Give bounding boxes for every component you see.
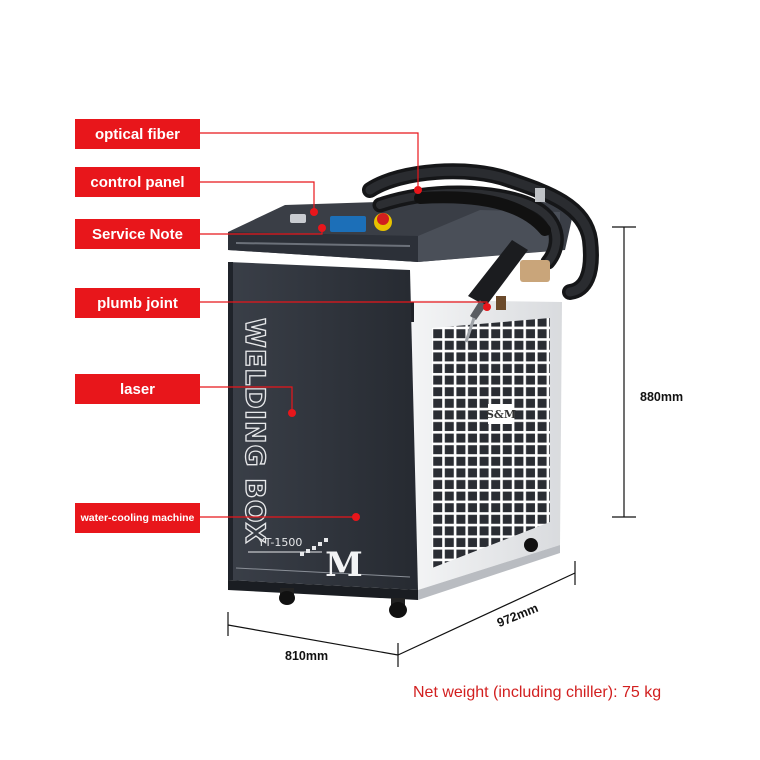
net-weight-note: Net weight (including chiller): 75 kg — [413, 684, 662, 701]
optical-fiber-hose — [362, 163, 599, 300]
callout-laser: laser — [75, 374, 200, 404]
grille-badge — [488, 404, 514, 424]
emergency-stop-button — [377, 213, 389, 225]
width-dimension: 810mm — [285, 649, 329, 663]
callout-optical-fiber: optical fiber — [75, 119, 200, 149]
switch-icon — [290, 214, 306, 223]
svg-text:M: M — [325, 545, 363, 585]
brand-logo: M — [300, 538, 363, 585]
callout-water-cooling: water-cooling machine — [75, 503, 200, 533]
svg-text:S&M: S&M — [486, 408, 516, 421]
front-panel: WELDING BOX YT-1500 M — [228, 262, 418, 590]
callout-control-panel: control panel — [75, 167, 200, 197]
callout-service-note: Service Note — [75, 219, 200, 249]
control-display — [330, 216, 366, 232]
caster-wheels — [279, 538, 538, 618]
brand-text: WELDING BOX — [239, 318, 270, 544]
callout-plumb-joint: plumb joint — [75, 288, 200, 318]
model-text: YT-1500 — [257, 536, 302, 549]
welding-torch — [464, 240, 550, 343]
dimension-lines — [227, 226, 636, 667]
callout-dots — [288, 186, 491, 521]
base — [228, 545, 560, 600]
side-panel: S&M — [404, 300, 562, 590]
height-dimension: 880mm — [640, 390, 684, 404]
